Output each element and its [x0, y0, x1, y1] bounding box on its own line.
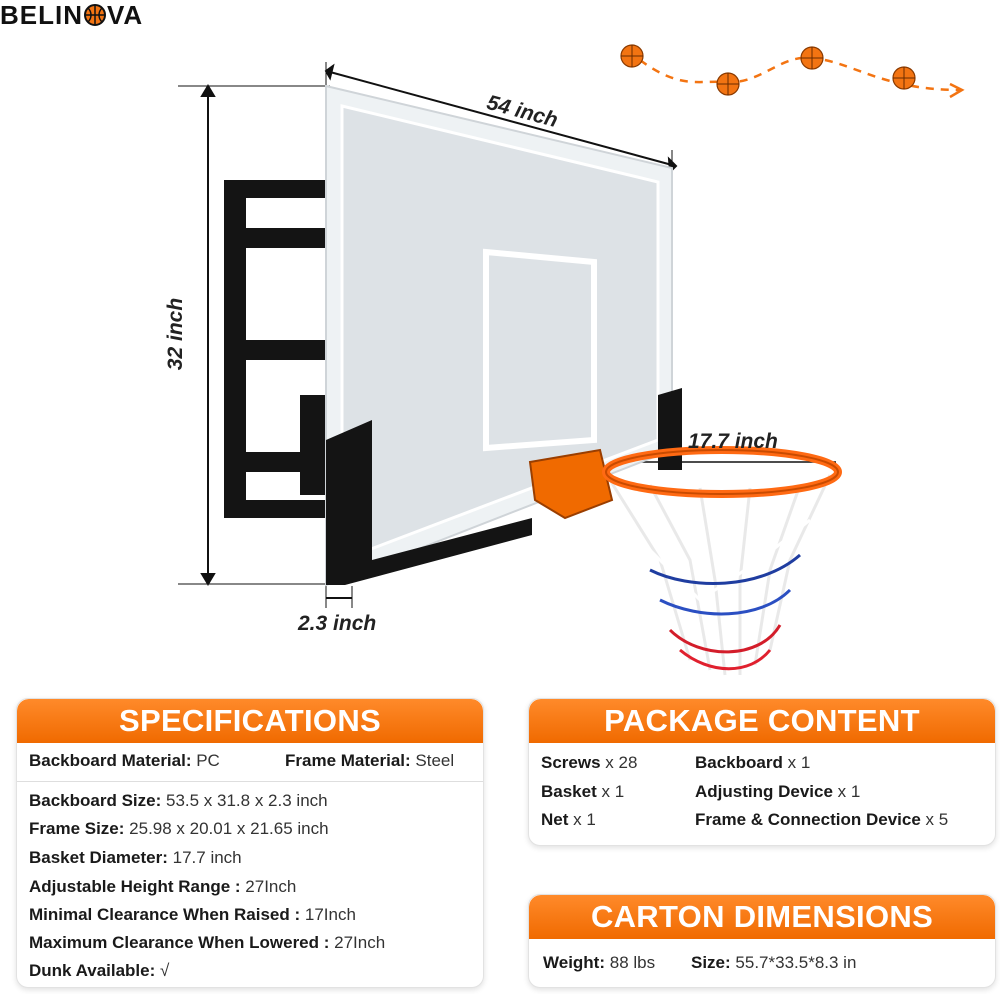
spec-label: Minimal Clearance When Raised : — [29, 905, 301, 924]
carton-dimensions-panel: CARTON DIMENSIONS Weight: 88 lbs Size: 5… — [528, 894, 996, 988]
spec-value: √ — [155, 961, 170, 980]
package-item-label: Adjusting Device — [695, 782, 833, 801]
spec-value: 17Inch — [300, 905, 356, 924]
spec-value: 27Inch — [329, 933, 386, 952]
spec-label: Dunk Available: — [29, 961, 156, 980]
package-item-label: Frame & Connection Device — [695, 810, 921, 829]
spec-value: 17.7 inch — [167, 848, 242, 867]
package-item-qty: x 1 — [782, 753, 811, 772]
bouncing-balls-icon — [620, 44, 965, 99]
spec-label: Basket Diameter: — [29, 848, 168, 867]
height-dimension-label: 32 inch — [164, 297, 188, 371]
package-item: Net x 1 — [541, 810, 596, 830]
carton-weight: Weight: 88 lbs — [543, 953, 655, 973]
carton-size-label: Size: — [691, 953, 731, 972]
brand-logo: BELIN VA — [0, 0, 143, 30]
spec-label: Backboard Size: — [29, 791, 162, 810]
spec-row: Minimal Clearance When Raised : 17Inch — [29, 905, 356, 925]
carton-dimensions-title: CARTON DIMENSIONS — [529, 895, 995, 939]
package-item-label: Net — [541, 810, 569, 829]
spec-row: Frame Size: 25.98 x 20.01 x 21.65 inch — [29, 819, 329, 839]
spec-value: 27Inch — [240, 877, 297, 896]
specifications-panel: SPECIFICATIONS Backboard Material: PC Fr… — [16, 698, 484, 988]
package-item-qty: x 5 — [920, 810, 949, 829]
basketball-rim — [602, 446, 842, 498]
package-item-qty: x 28 — [600, 753, 638, 772]
package-item-qty: x 1 — [568, 810, 596, 829]
spec-row: Adjustable Height Range : 27Inch — [29, 877, 296, 897]
spec-value: PC — [191, 751, 220, 770]
package-item: Screws x 28 — [541, 753, 637, 773]
package-item: Basket x 1 — [541, 782, 624, 802]
spec-row: Basket Diameter: 17.7 inch — [29, 848, 242, 868]
carton-weight-value: 88 lbs — [605, 953, 656, 972]
package-item-label: Backboard — [695, 753, 783, 772]
spec-value: 53.5 x 31.8 x 2.3 inch — [161, 791, 328, 810]
specifications-title: SPECIFICATIONS — [17, 699, 483, 743]
spec-row: Backboard Size: 53.5 x 31.8 x 2.3 inch — [29, 791, 328, 811]
depth-dimension-label: 2.3 inch — [298, 612, 377, 635]
spec-divider — [17, 781, 483, 782]
package-item: Backboard x 1 — [695, 753, 810, 773]
package-content-title: PACKAGE CONTENT — [529, 699, 995, 743]
carton-weight-label: Weight: — [543, 953, 606, 972]
spec-label: Frame Size: — [29, 819, 125, 838]
spec-row: Dunk Available: √ — [29, 961, 169, 981]
package-item-label: Screws — [541, 753, 601, 772]
spec-value: 25.98 x 20.01 x 21.65 inch — [124, 819, 329, 838]
package-item: Adjusting Device x 1 — [695, 782, 860, 802]
spec-top-row-2: Frame Material: Steel — [285, 751, 454, 771]
spec-label: Frame Material: — [285, 751, 411, 770]
rim-dimension-label: 17.7 inch — [688, 430, 778, 453]
basketball-net — [608, 474, 832, 676]
carton-size: Size: 55.7*33.5*8.3 in — [691, 953, 856, 973]
rim-bracket — [528, 448, 614, 520]
hoop-illustration — [178, 44, 965, 676]
basketball-logo-icon — [84, 4, 106, 26]
brand-logo-prefix: BELIN — [0, 0, 83, 30]
package-item-label: Basket — [541, 782, 597, 801]
spec-label: Maximum Clearance When Lowered : — [29, 933, 330, 952]
brand-logo-suffix: VA — [107, 0, 144, 30]
package-content-panel: PACKAGE CONTENT Screws x 28 Basket x 1 N… — [528, 698, 996, 846]
spec-top-row-1: Backboard Material: PC — [29, 751, 220, 771]
package-item: Frame & Connection Device x 5 — [695, 810, 948, 830]
package-item-qty: x 1 — [596, 782, 625, 801]
spec-label: Adjustable Height Range : — [29, 877, 241, 896]
spec-value: Steel — [410, 751, 455, 770]
carton-size-value: 55.7*33.5*8.3 in — [730, 953, 857, 972]
spec-row: Maximum Clearance When Lowered : 27Inch — [29, 933, 385, 953]
package-item-qty: x 1 — [832, 782, 861, 801]
spec-label: Backboard Material: — [29, 751, 192, 770]
